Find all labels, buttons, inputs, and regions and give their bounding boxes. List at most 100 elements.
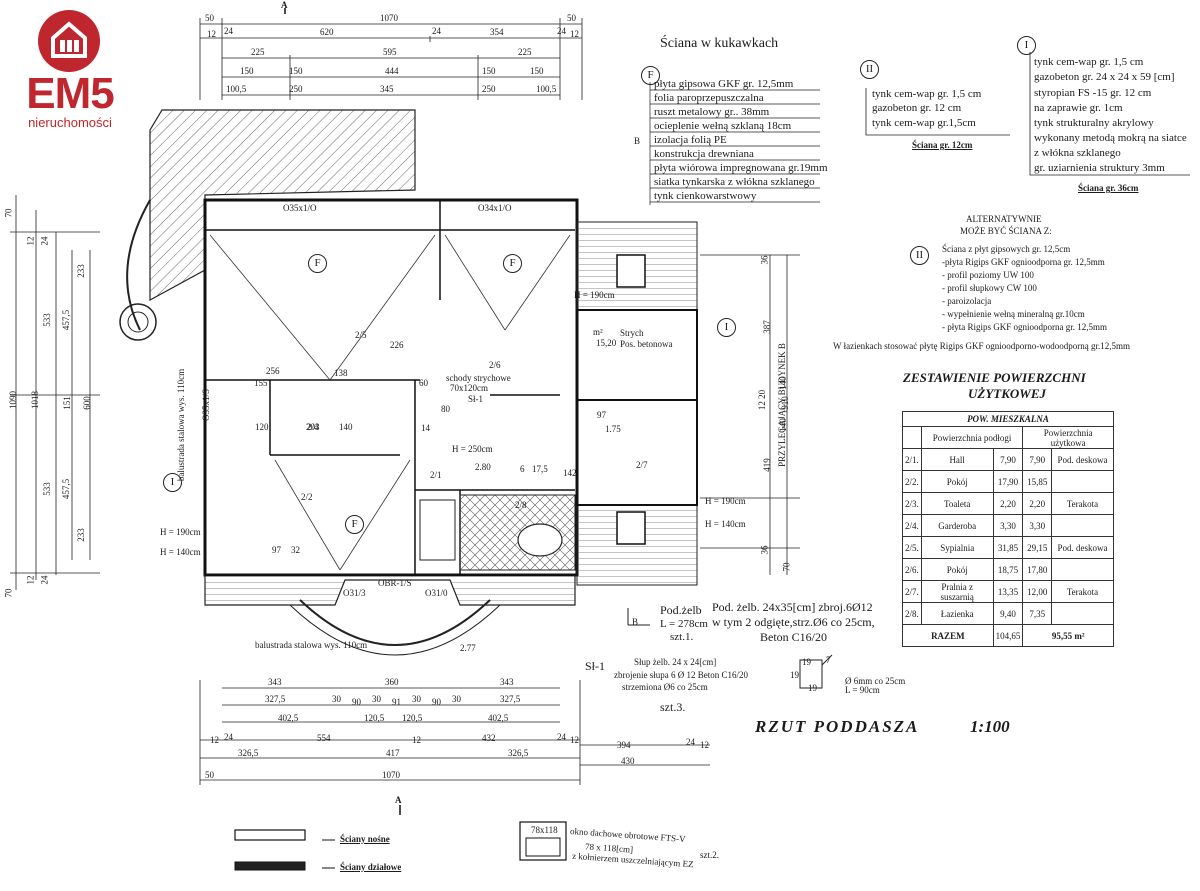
window-label: O34x1/O (478, 203, 512, 213)
beam-spec: Pod. żelb. 24x35[cm] zbroj.6Ø12 (712, 600, 873, 614)
dim-text: 595 (383, 47, 397, 57)
dim-text: 24 (432, 26, 441, 36)
wall-f-layer: tynk cienkowarstwowy (654, 190, 757, 202)
dim-text: 360 (385, 677, 399, 687)
wall-i-layer: gr. uziarnienia struktury 3mm (1034, 162, 1165, 174)
wall-type-i-marker: I (717, 318, 736, 337)
wall-f-layer: ocieplenie wełną szklaną 18cm (654, 120, 792, 132)
wall-ii-caption: Ściana gr. 12cm (912, 140, 973, 150)
wall-i-layer: tynk cem-wap gr. 1,5 cm (1034, 56, 1144, 68)
column-spec: zbrojenie słupa 6 Ø 12 Beton C16/20 (614, 670, 748, 680)
dim-text: 226 (390, 340, 404, 350)
dim-text: 354 (490, 27, 504, 37)
window-box-label: 78x118 (531, 825, 558, 835)
alt-heading: ALTERNATYWNIE (966, 214, 1042, 224)
height-label: H = 140cm (705, 519, 746, 529)
room-label: 2/4 (307, 422, 319, 432)
wall-f-side-mark: B (634, 136, 641, 146)
dim-text: 150 (240, 66, 254, 76)
height-label: H = 190cm (160, 527, 201, 537)
column-spec: strzemiona Ø6 co 25cm (622, 682, 708, 692)
wall-f-layer: izolacja folią PE (654, 134, 727, 146)
wall-f-layer: płyta gipsowa GKF gr. 12,5mm (654, 78, 794, 90)
wall-i-caption: Ściana gr. 36cm (1078, 183, 1139, 193)
wall-ii-marker: II (860, 60, 879, 79)
dim-text: 620 (320, 27, 334, 37)
dim-text: 203 (306, 422, 320, 432)
dim-text: 12 (570, 29, 579, 39)
balustrade-label: balustrada stalowa wys. 110cm (255, 640, 368, 650)
area-table-title: UŻYTKOWEJ (968, 386, 1046, 401)
dim-text: 250 (482, 84, 496, 94)
logo-brand: EM5 (26, 69, 114, 118)
column-detail-dim: 19 (790, 670, 799, 680)
dim-text: 2.77 (460, 643, 476, 653)
dim-text: 97 (597, 410, 606, 420)
room-label: 2/2 (301, 492, 313, 502)
wall-f-layer: folia paroprzepuszczalna (654, 92, 764, 104)
strych-area-unit: m² (593, 327, 603, 337)
adjacent-building-label: PRZYLEGAJĄCY BUDYNEK B (776, 343, 787, 467)
dim-text: 326,5 (508, 748, 529, 758)
column-spec: Słup żelb. 24 x 24[cm] (634, 657, 717, 667)
wall-f-title: Ściana w kukawkach (660, 36, 779, 51)
column-detail-dim: 19 (808, 683, 817, 693)
dim-text: 12 (25, 236, 36, 246)
drawing-scale: 1:100 (970, 717, 1010, 736)
dim-text: 50 (205, 13, 214, 23)
wall-f-leaders (649, 82, 820, 205)
dim-text: 36 (759, 545, 770, 555)
dim-text: 24 (557, 26, 566, 36)
left-dimension-lines (10, 195, 100, 590)
dim-text: 70 (781, 562, 792, 572)
bottom-dimension-lines (199, 680, 710, 785)
dim-text: 457,5 (61, 309, 72, 331)
dim-text: 225 (518, 47, 532, 57)
dim-text: 225 (251, 47, 265, 57)
alt-item: - wypełnienie wełną mineralną gr.10cm (942, 309, 1085, 319)
wall-i-layer: tynk strukturalny akrylowy (1034, 117, 1154, 129)
dim-text: 6 (520, 464, 525, 474)
alt-item: - profil poziomy UW 100 (942, 270, 1034, 280)
beam-count: szt.1. (670, 631, 694, 643)
dim-text: 387 (761, 320, 772, 334)
wall-i-layer: gazobeton gr. 24 x 24 x 59 [cm] (1034, 71, 1175, 83)
dim-text: 12 (412, 735, 421, 745)
wall-ii-layer: gazobeton gr. 12 cm (872, 102, 962, 114)
bottom-roof (204, 575, 576, 606)
column-detail-dim: 19 (802, 657, 811, 667)
balustrade-curve-left (126, 199, 151, 331)
dim-text: 233 (75, 264, 86, 278)
room-label: 2/6 (489, 360, 501, 370)
wall-i-layer: z włókna szklanego (1034, 147, 1121, 159)
roof-window-icon (616, 254, 646, 288)
alt-item: -płyta Rigips GKF ognioodporna gr. 12,5m… (942, 257, 1105, 267)
wall-ii-layer: tynk cem-wap gr. 1,5 cm (872, 88, 982, 100)
beam-spec: w tym 2 odgięte,strz.Ø6 co 25cm, (712, 615, 875, 629)
area-table-subtitle: POW. MIESZKALNA (902, 411, 1114, 427)
dim-text: 402,5 (278, 713, 299, 723)
legend-load-bearing: Ściany nośne (340, 834, 390, 844)
dim-text: 24 (39, 236, 50, 246)
alt-marker: II (910, 246, 929, 265)
dim-text: 90 (352, 697, 361, 707)
right-dimension-lines (700, 254, 800, 575)
dim-text: 91 (392, 697, 401, 707)
dim-text: 2.80 (475, 462, 491, 472)
roof-ridge-lines (209, 234, 571, 571)
dim-text: 36 (759, 255, 770, 265)
dim-text: 1070 (382, 770, 400, 780)
dim-text: 80 (441, 404, 450, 414)
wall-f-layer: konstrukcja drewniana (654, 148, 754, 160)
column-detail-text: L = 90cm (845, 685, 880, 695)
dim-text: 138 (334, 368, 348, 378)
dim-text: 432 (482, 733, 496, 743)
height-label: H = 190cm (574, 290, 615, 300)
dim-text: 533 (41, 482, 52, 496)
dim-text: 327,5 (500, 694, 521, 704)
wall-f-marker: F (641, 66, 660, 85)
